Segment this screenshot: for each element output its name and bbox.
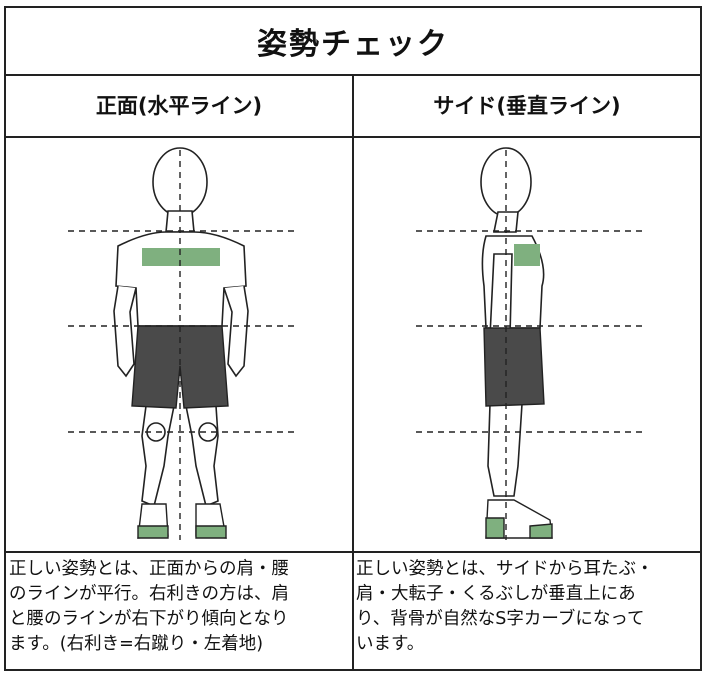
figure-row [6,136,700,553]
side-posture-figure [416,147,644,540]
side-description: 正しい姿勢とは、サイドから耳たぶ・ 肩・大転子・くるぶしが垂直上にあ り、背骨が… [356,557,700,657]
side-description-line: 肩・大転子・くるぶしが垂直上にあ [356,584,636,604]
description-row: 正しい姿勢とは、正面からの肩・腰 のラインが平行。右利きの方は、肩 と腰のライン… [6,551,700,669]
front-description: 正しい姿勢とは、正面からの肩・腰 のラインが平行。右利きの方は、肩 と腰のライン… [9,557,353,657]
side-description-line: り、背骨が自然なS字カーブになって [356,609,645,629]
posture-check-sheet: 姿勢チェック 正面(水平ライン) サイド(垂直ライン) [4,6,702,671]
leg-shape [487,403,523,497]
side-description-line: います。 [356,634,425,654]
shirt-shape [115,231,247,327]
sheet-title: 姿勢チェック [6,8,700,76]
right-arm [223,285,249,378]
left-leg [141,405,175,508]
shorts-shape [131,325,229,409]
front-description-line: ます。(右利き=右蹴り・左着地) [9,634,264,654]
left-shoe-sole [137,525,169,539]
shoe-toe-accent [529,523,553,539]
front-description-line: のラインが平行。右利きの方は、肩 [9,584,289,604]
front-description-line: 正しい姿勢とは、正面からの肩・腰 [9,559,289,579]
side-description-line: 正しい姿勢とは、サイドから耳たぶ・ [356,559,654,579]
shorts-shape [483,327,545,407]
front-heading: 正面(水平ライン) [95,94,263,118]
column-divider [352,74,354,669]
shoulder-highlight [142,248,220,266]
right-shoe-sole [195,525,227,539]
shoe-heel-accent [485,517,505,539]
shoulder-highlight [514,244,540,266]
side-heading: サイド(垂直ライン) [433,94,621,118]
front-description-line: と腰のラインが右下がり傾向となり [9,609,289,629]
left-arm [113,285,137,378]
right-leg [185,405,219,508]
front-posture-figure [68,147,296,540]
